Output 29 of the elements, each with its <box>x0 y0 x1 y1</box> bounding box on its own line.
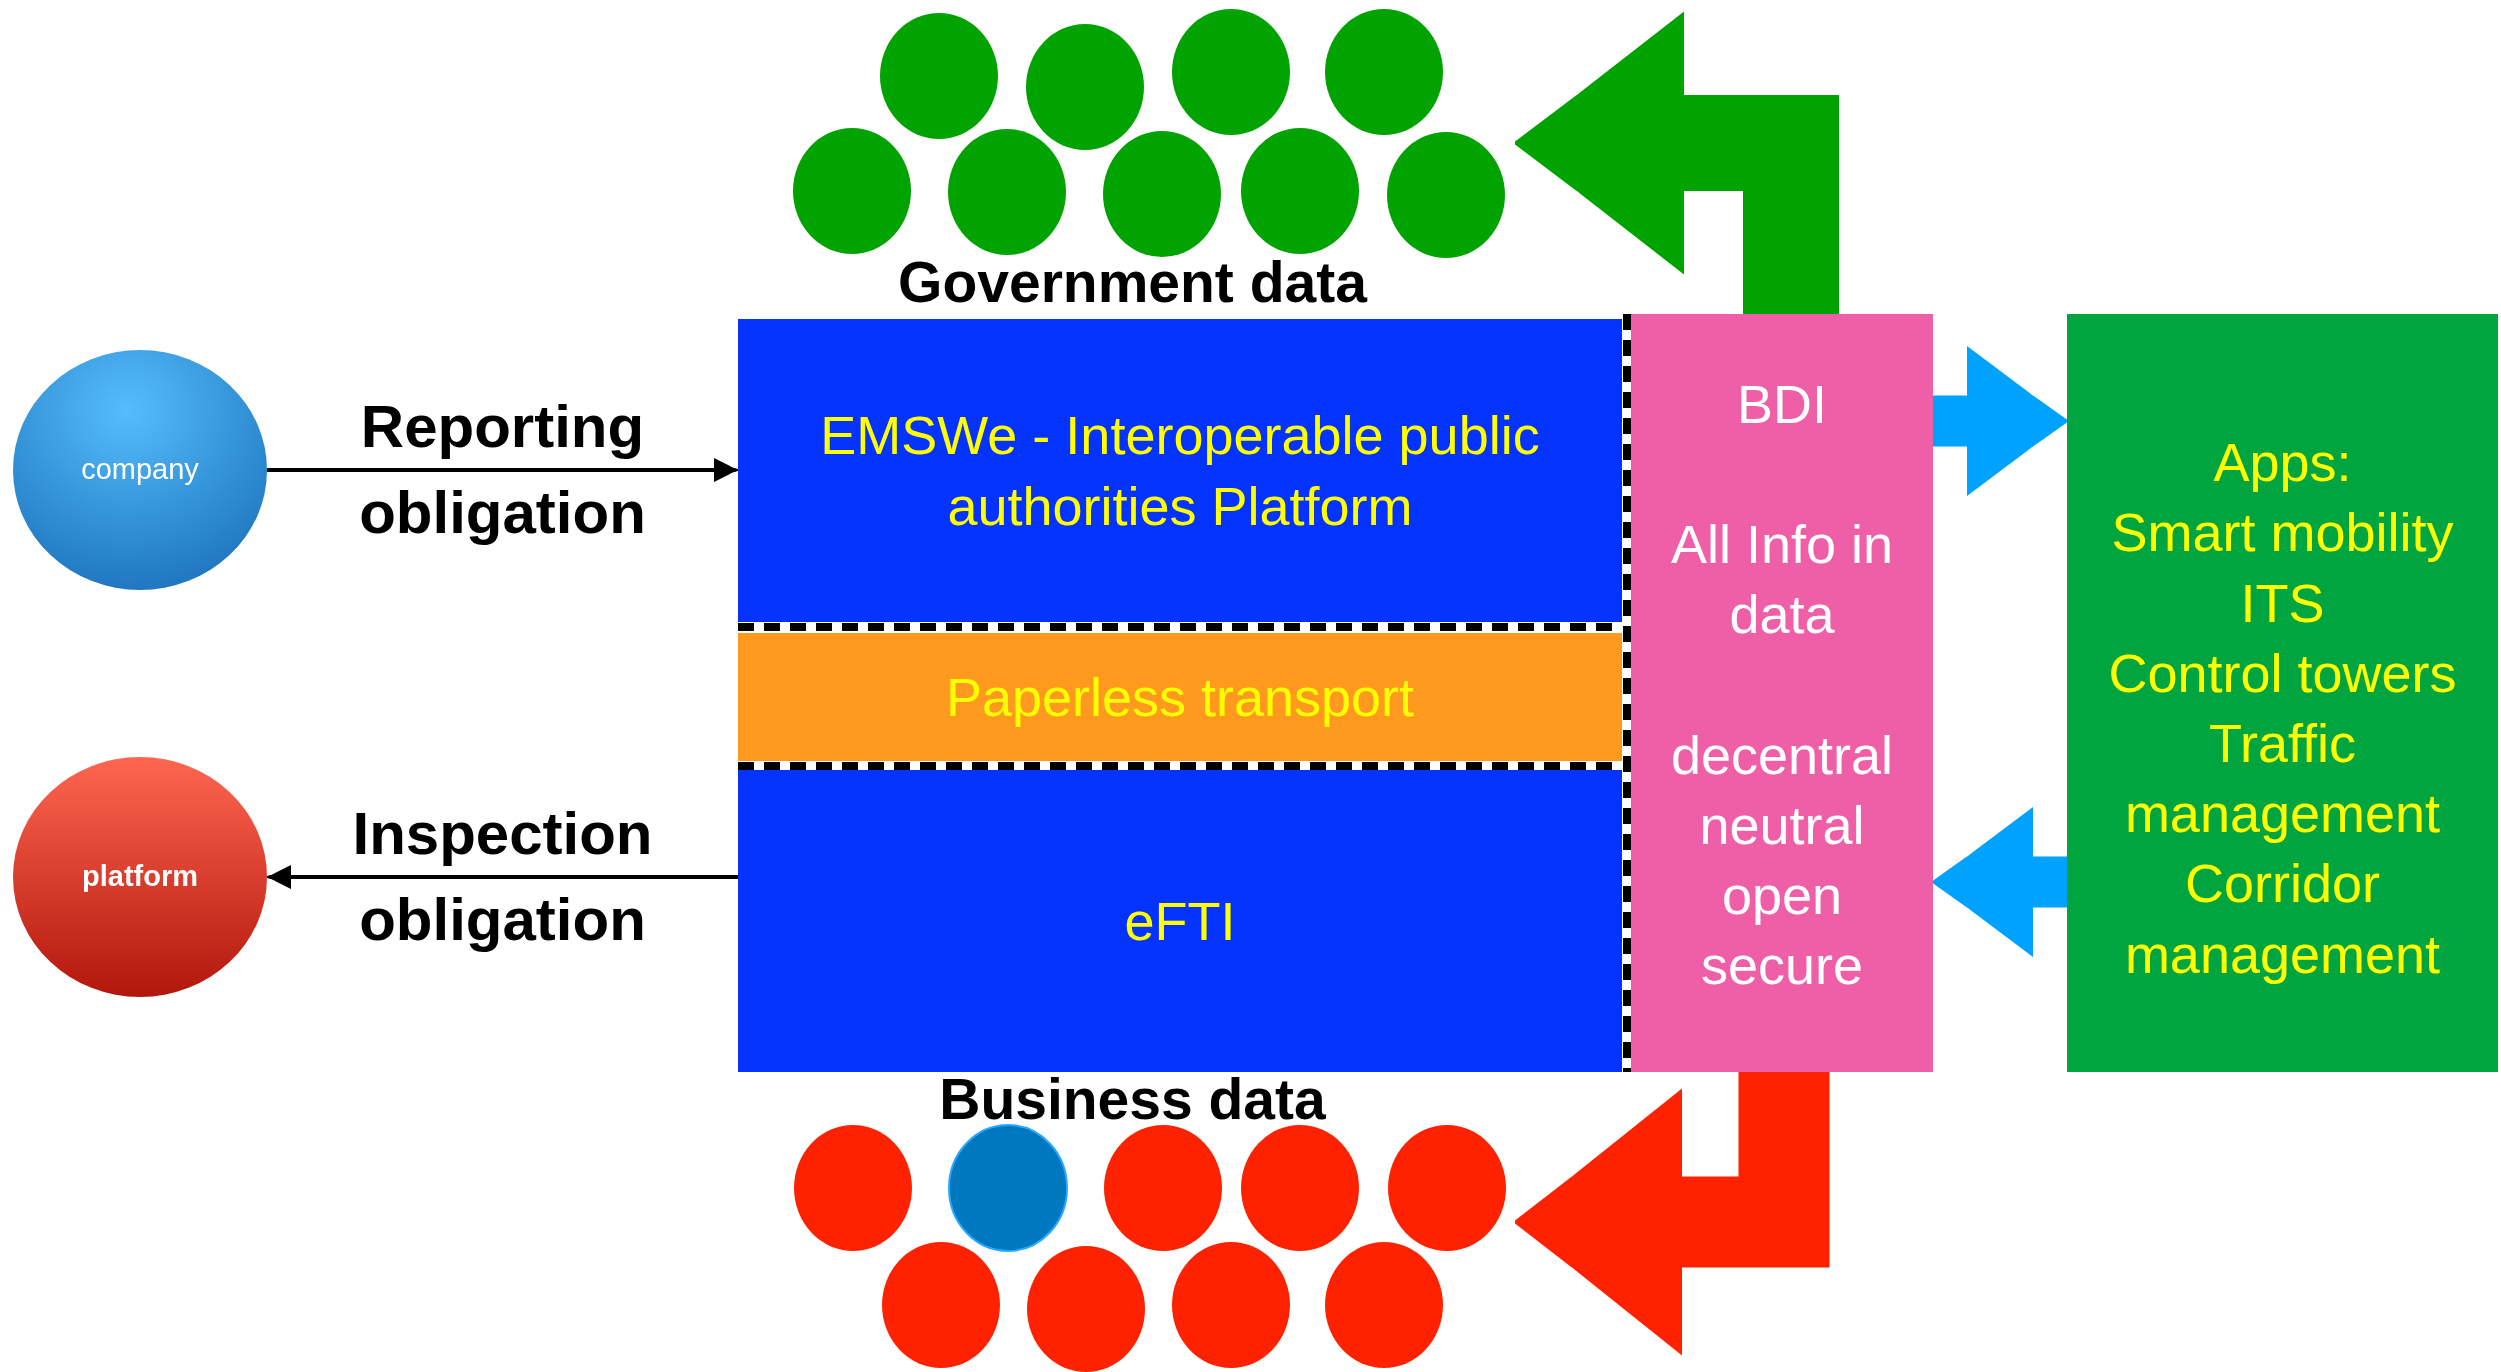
box-text: eFTI <box>1124 889 1236 953</box>
block-arrow <box>1933 346 2067 496</box>
platform-layer-box <box>738 770 1622 1072</box>
box-text: platform <box>82 859 198 895</box>
infrastructure-box <box>1631 314 1933 1072</box>
data-heading: Government data <box>897 253 1369 313</box>
box-text: company <box>81 452 199 488</box>
box-text: Smart mobility <box>2111 501 2454 565</box>
box-text: Apps: <box>2213 431 2352 495</box>
arrow <box>267 458 738 482</box>
block-arrow <box>1515 1072 1830 1356</box>
box-text: Traffic management <box>2123 712 2442 846</box>
arrow <box>267 865 738 889</box>
data-heading: Business data <box>938 1070 1327 1130</box>
box-text: Paperless transport <box>945 665 1415 729</box>
edge-label: Reporting obligation <box>358 392 647 548</box>
box-text: Control towers <box>2108 641 2457 705</box>
box-text: EMSWe - Interoperable public authorities Platform <box>819 404 1541 538</box>
box-text: All Info in data <box>1669 513 1895 647</box>
box-text: decentral neutral open secure <box>1669 723 1895 998</box>
transport-layer-band <box>738 633 1622 761</box>
platform-layer-box <box>738 319 1622 622</box>
block-arrow <box>1933 807 2067 957</box>
edge-label: Inspection obligation <box>351 799 654 955</box>
box-text: BDI <box>1737 373 1827 436</box>
block-arrow <box>1515 11 1839 314</box>
box-text: Corridor management <box>2123 852 2442 986</box>
box-text: ITS <box>2240 571 2325 635</box>
apps-box <box>2067 314 2498 1072</box>
